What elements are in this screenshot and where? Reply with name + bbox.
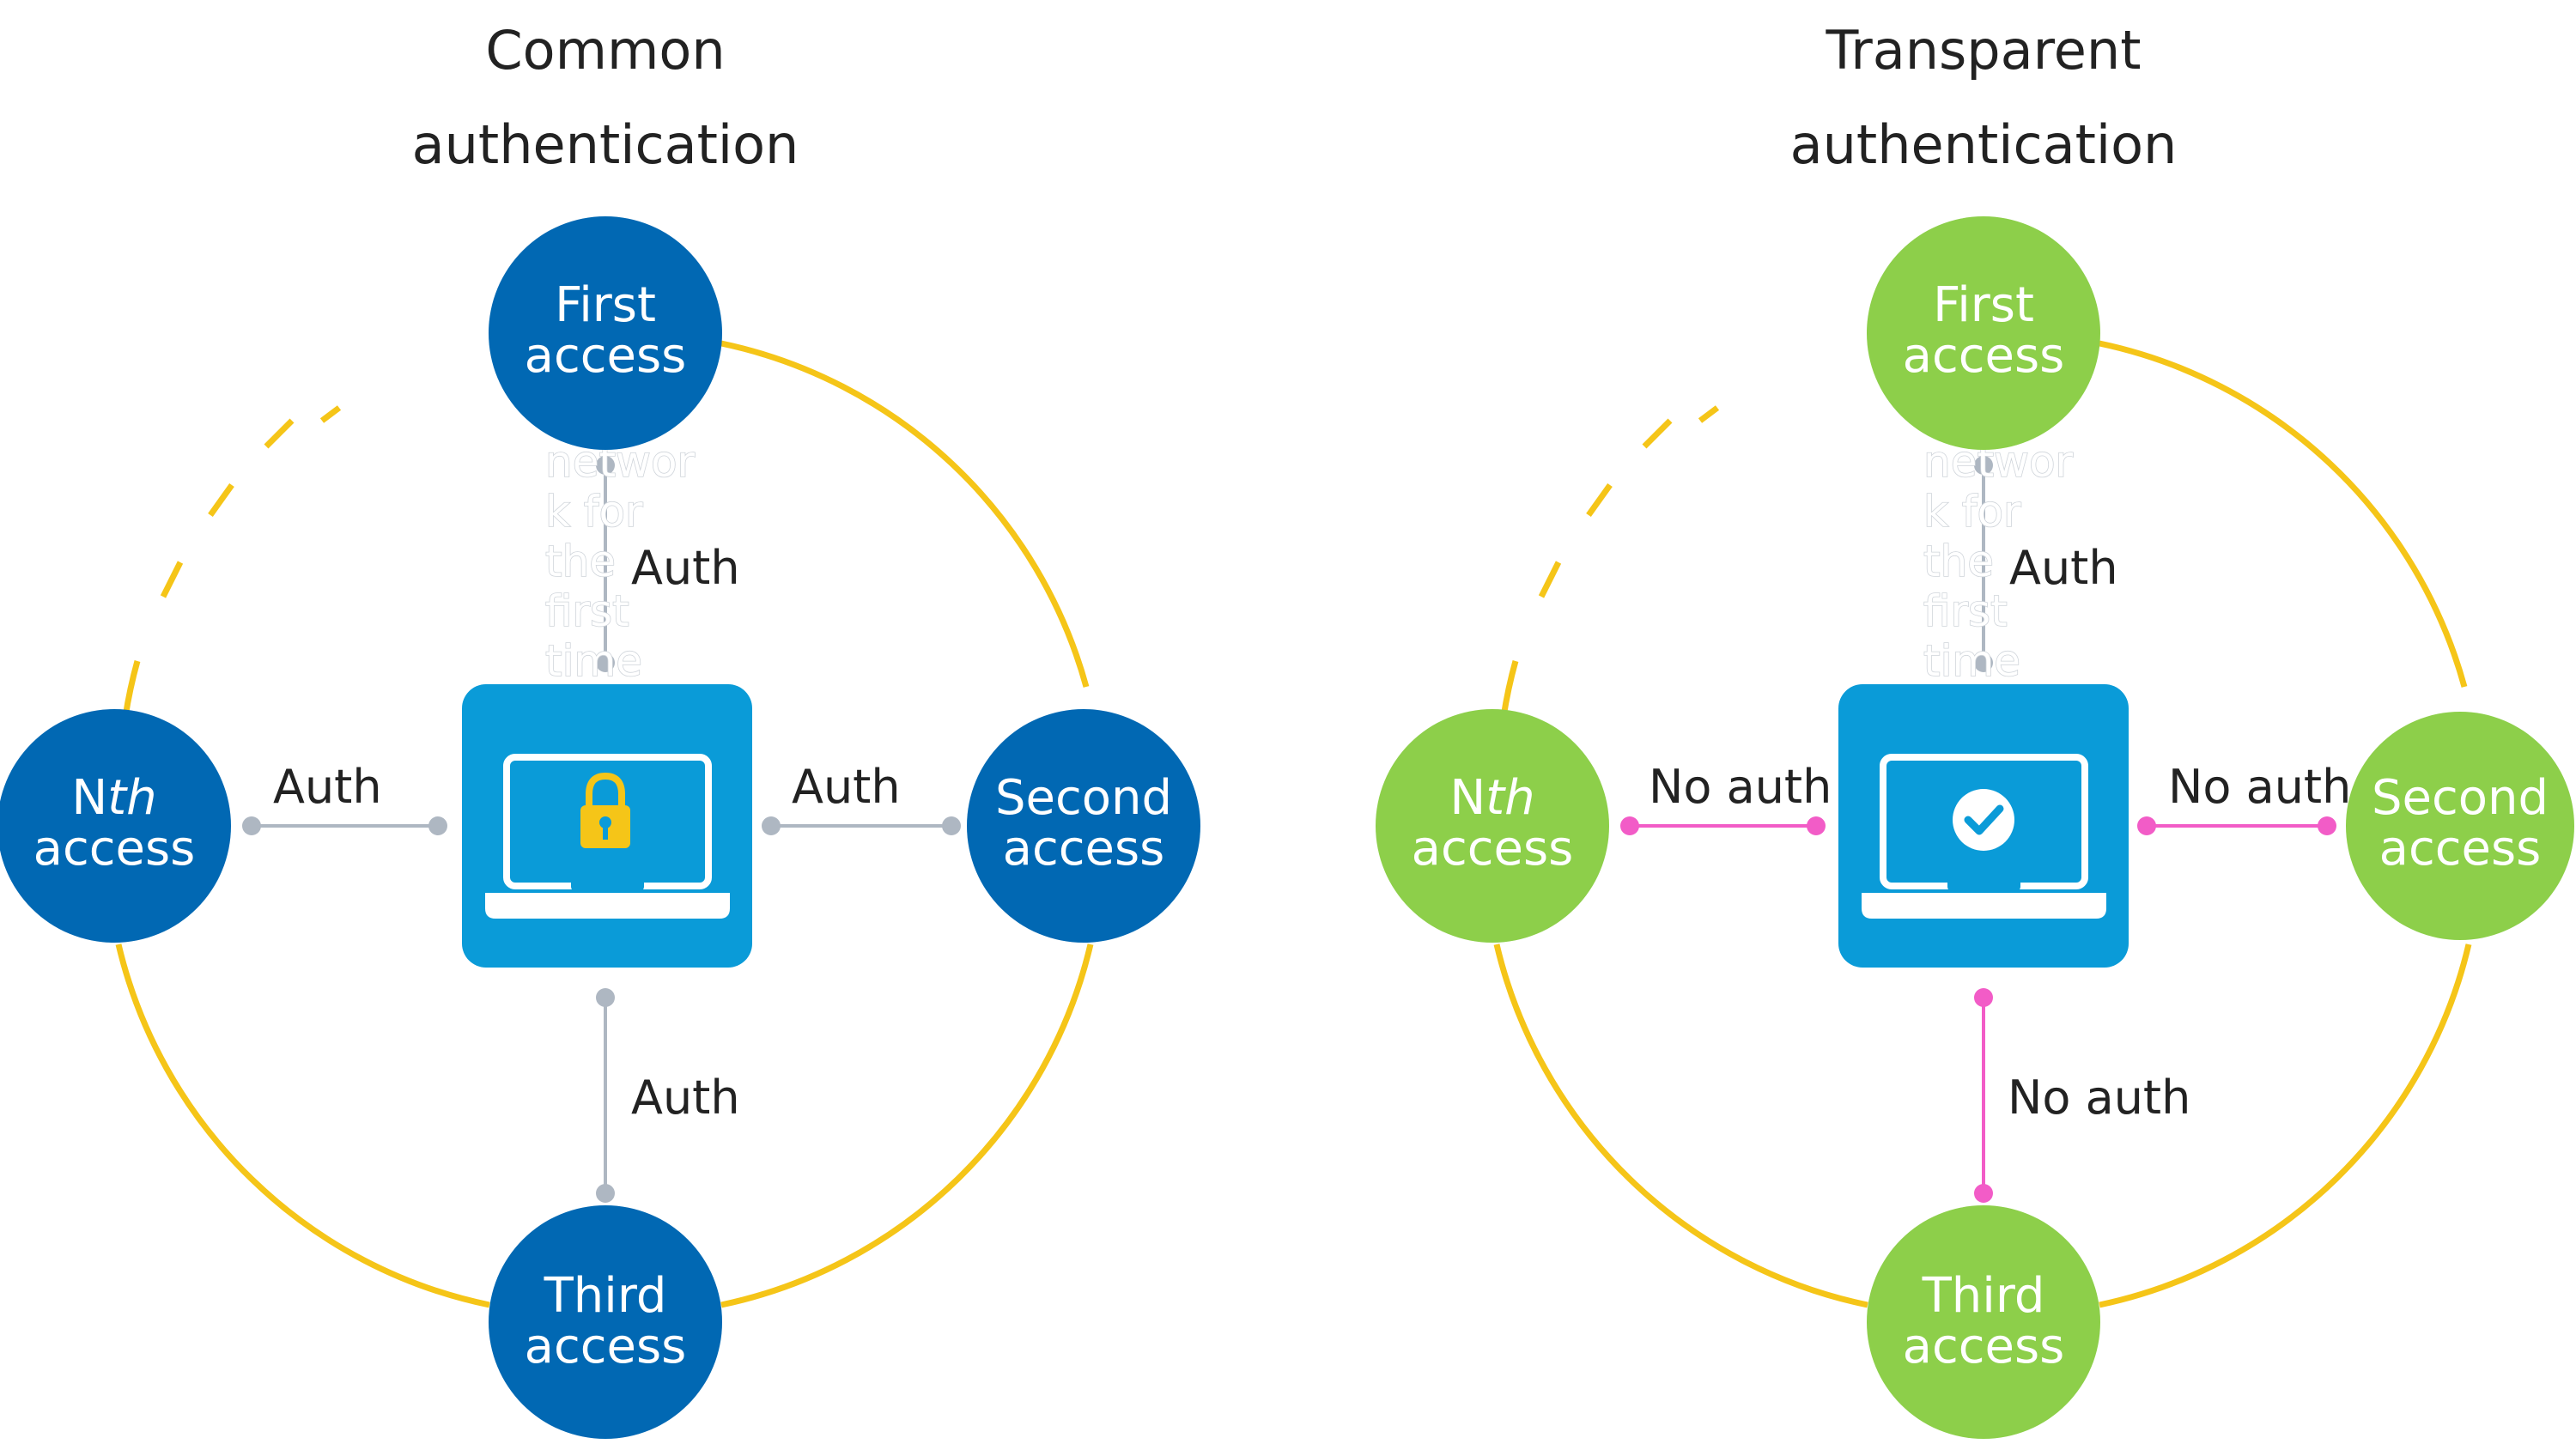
common-label-third: Auth	[631, 1071, 740, 1125]
lock-icon	[580, 772, 630, 848]
node-label: access	[33, 821, 196, 877]
ghost-line: k for	[545, 487, 643, 537]
transparent-ghost-text: networ k for the first time	[1923, 436, 2074, 687]
node-label: access	[525, 1319, 687, 1374]
ghost-line: k for	[1923, 487, 2021, 537]
check-icon	[1953, 789, 2014, 851]
ghost-line: the	[545, 537, 616, 586]
common-node-third: Third access	[489, 1205, 722, 1439]
common-label-nth: Auth	[273, 760, 382, 814]
common-connectors	[242, 456, 961, 1203]
common-node-nth: Nth access	[0, 709, 231, 943]
common-title-line1: Common	[485, 19, 725, 82]
common-node-second: Second access	[967, 709, 1200, 943]
transparent-title-line1: Transparent	[1825, 19, 2141, 82]
transparent-diagram: Transparent authentication	[1376, 19, 2574, 1439]
node-label: access	[1903, 328, 2065, 384]
node-label: Third	[1922, 1268, 2045, 1324]
node-label: First	[555, 277, 656, 333]
node-label: Third	[544, 1268, 667, 1324]
transparent-label-first: Auth	[2009, 541, 2118, 595]
ghost-line: time	[545, 636, 642, 686]
node-label: access	[1003, 821, 1165, 877]
transparent-connectors	[1620, 456, 2336, 1203]
node-label: access	[2379, 821, 2542, 877]
laptop-lock-icon	[462, 684, 752, 968]
transparent-label-third: No auth	[2008, 1071, 2190, 1125]
node-label: Second	[995, 770, 1172, 826]
transparent-node-first: First access	[1867, 216, 2100, 450]
common-ghost-text: networ k for the first time	[544, 436, 696, 687]
common-diagram: Common authentication	[0, 19, 1200, 1439]
laptop-check-icon	[1838, 684, 2129, 968]
common-ring	[115, 340, 1094, 1308]
ghost-line: time	[1923, 636, 2020, 686]
node-label: Second	[2372, 770, 2549, 826]
common-label-second: Auth	[792, 760, 901, 814]
transparent-ring	[1493, 340, 2472, 1308]
transparent-label-nth: No auth	[1649, 760, 1832, 814]
ghost-line: the	[1923, 537, 1994, 586]
common-node-first: First access	[489, 216, 722, 450]
transparent-title-line2: authentication	[1790, 113, 2178, 176]
node-label: access	[525, 328, 687, 384]
ghost-line: first	[1923, 586, 2008, 636]
node-label: access	[1903, 1319, 2065, 1374]
ghost-line: first	[545, 586, 629, 636]
transparent-label-second: No auth	[2168, 760, 2351, 814]
node-label: Nth	[1449, 770, 1534, 826]
transparent-node-third: Third access	[1867, 1205, 2100, 1439]
node-label: Nth	[71, 770, 156, 826]
node-label: First	[1933, 277, 2034, 333]
transparent-node-nth: Nth access	[1376, 709, 1609, 943]
common-label-first: Auth	[631, 541, 740, 595]
common-title-line2: authentication	[412, 113, 799, 176]
transparent-node-second: Second access	[2346, 712, 2574, 940]
node-label: access	[1412, 821, 1574, 877]
